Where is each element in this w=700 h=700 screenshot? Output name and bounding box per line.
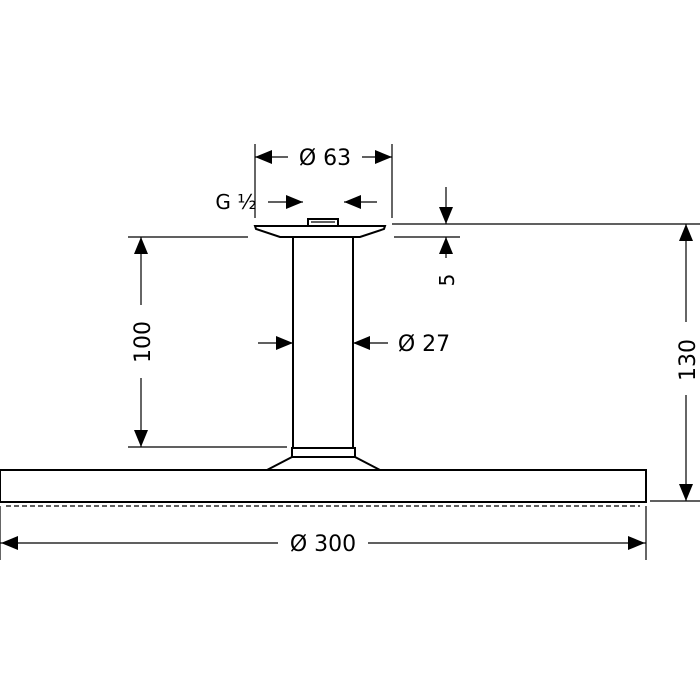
- head-diameter-label: Ø 300: [290, 532, 356, 557]
- dimension-head-diameter: Ø 300: [0, 506, 646, 560]
- dimension-thread: G ½: [215, 190, 377, 214]
- dimension-flange-thickness: 5: [392, 187, 700, 286]
- flange-diameter-label: Ø 63: [299, 146, 351, 171]
- dimension-arm-diameter: Ø 27: [258, 332, 450, 357]
- arm-diameter-label: Ø 27: [398, 332, 450, 357]
- shower-head: [0, 470, 646, 506]
- thread-label: G ½: [215, 190, 256, 214]
- flange-thickness-label: 5: [435, 274, 459, 287]
- dimension-flange-diameter: Ø 63: [255, 144, 392, 218]
- total-height-label: 130: [676, 339, 700, 381]
- shower-arm: [267, 237, 380, 470]
- ceiling-flange: [255, 219, 385, 237]
- dimension-arm-length: 100: [128, 237, 287, 447]
- arm-length-label: 100: [131, 321, 156, 363]
- dimension-total-height: 130: [650, 224, 700, 501]
